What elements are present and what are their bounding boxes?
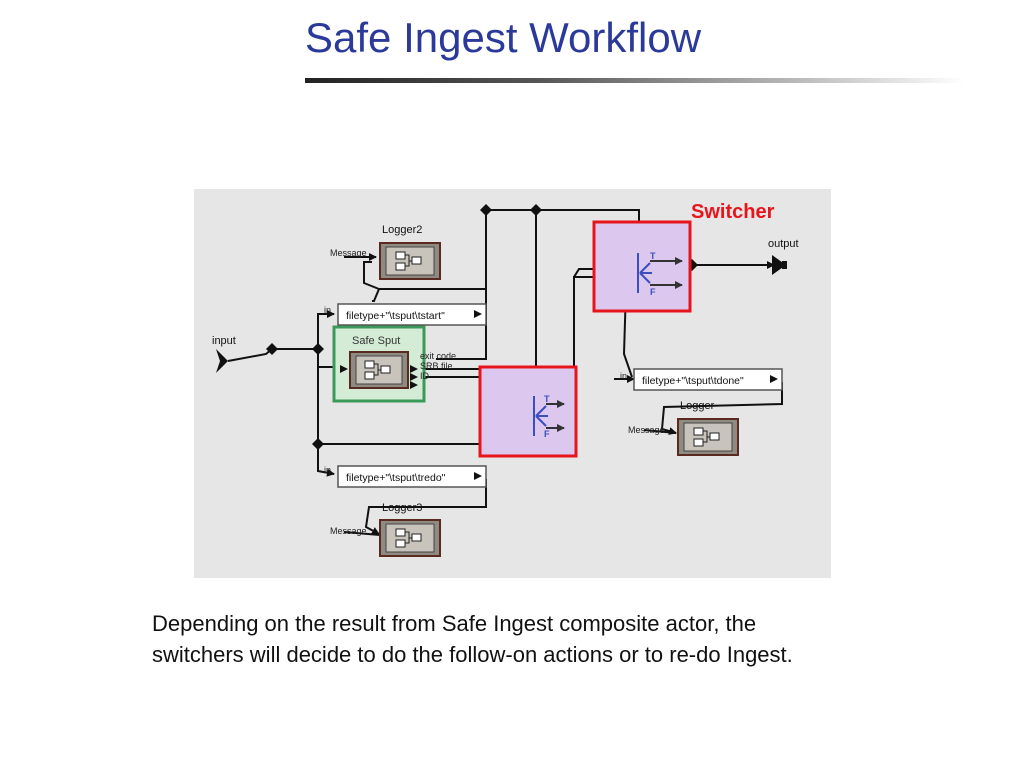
right-switch-true-label: T xyxy=(650,251,656,261)
logger3-actor[interactable] xyxy=(379,519,441,557)
tredo-expression-text: filetype+"\tsput\tredo" xyxy=(346,472,446,484)
srb-file-port-label: SRB file xyxy=(420,361,453,371)
logger2-label: Logger2 xyxy=(382,224,422,236)
input-port-icon[interactable] xyxy=(216,349,228,373)
right-switch-false-label: F xyxy=(650,287,656,297)
tdone-expression-text: filetype+"\tsput\tdone" xyxy=(642,375,744,387)
workflow-diagram: T F T F Switcher Safe Sput exit code SRB… xyxy=(194,189,831,578)
lower-switcher-highlight xyxy=(478,365,578,458)
right-switcher-highlight xyxy=(592,220,692,313)
tstart-in-label: in xyxy=(324,305,331,315)
slide-title: Safe Ingest Workflow xyxy=(305,14,702,61)
tredo-in-label: in xyxy=(324,465,331,475)
switcher-label: Switcher xyxy=(691,201,775,223)
tdone-in-label: in xyxy=(620,371,627,381)
input-port-label: input xyxy=(212,335,236,347)
output-port-stub xyxy=(782,261,787,269)
safe-sput-label: Safe Sput xyxy=(352,335,400,347)
logger3-label: Logger3 xyxy=(382,502,422,514)
title-underline xyxy=(305,78,965,83)
output-port-icon[interactable] xyxy=(772,255,786,275)
id-port-label: ID xyxy=(420,371,430,381)
logger3-message-label: Message xyxy=(330,526,367,536)
logger2-actor[interactable] xyxy=(379,242,441,280)
lower-switch-actor[interactable] xyxy=(533,396,565,436)
safe-sput-actor[interactable] xyxy=(340,351,418,389)
logger2-message-label: Message xyxy=(330,248,367,258)
slide-caption: Depending on the result from Safe Ingest… xyxy=(152,608,912,670)
tstart-expression-actor[interactable]: filetype+"\tsput\tstart" xyxy=(337,303,487,326)
logger-label: Logger xyxy=(680,400,715,412)
tdone-expression-actor[interactable]: filetype+"\tsput\tdone" xyxy=(633,368,783,391)
caption-line-2: switchers will decide to do the follow-o… xyxy=(152,642,793,667)
tredo-expression-actor[interactable]: filetype+"\tsput\tredo" xyxy=(337,465,487,488)
tstart-expression-text: filetype+"\tsput\tstart" xyxy=(346,310,445,322)
lower-switch-false-label: F xyxy=(544,429,550,439)
output-port-label: output xyxy=(768,238,799,250)
exit-code-port-label: exit code xyxy=(420,351,456,361)
logger-actor[interactable] xyxy=(677,418,739,456)
logger-message-label: Message xyxy=(628,425,665,435)
caption-line-1: Depending on the result from Safe Ingest… xyxy=(152,611,757,636)
right-switch-actor[interactable] xyxy=(637,253,683,293)
lower-switch-true-label: T xyxy=(544,394,550,404)
